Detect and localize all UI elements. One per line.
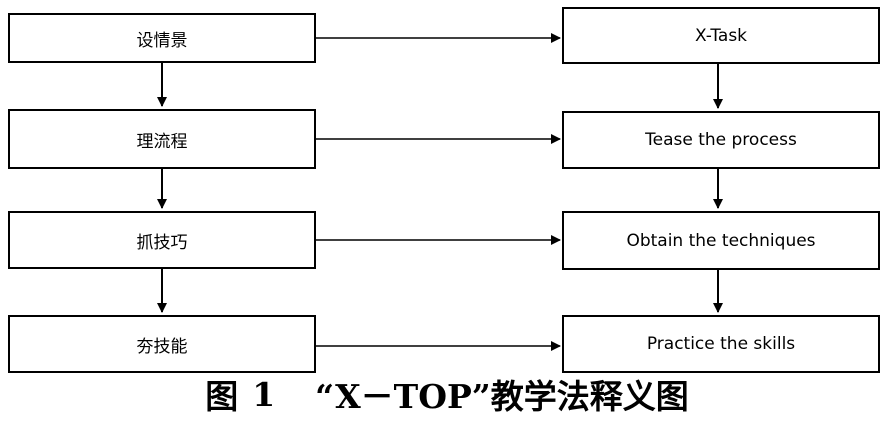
figure-label: 图 bbox=[205, 377, 239, 416]
box-right-1: X-Task bbox=[562, 7, 880, 64]
box-right-2: Tease the process bbox=[562, 111, 880, 169]
box-right-1-label: X-Task bbox=[694, 25, 748, 46]
box-left-2: 理流程 bbox=[8, 109, 316, 169]
box-right-3: Obtain the techniques bbox=[562, 211, 880, 270]
box-left-3-label: 抓技巧 bbox=[136, 232, 188, 253]
box-left-4: 夯技能 bbox=[8, 315, 316, 373]
figure-number: 1 bbox=[252, 374, 276, 414]
box-left-2-label: 理流程 bbox=[136, 131, 188, 152]
box-left-4-label: 夯技能 bbox=[136, 336, 188, 357]
box-right-4: Practice the skills bbox=[562, 315, 880, 373]
box-left-1-label: 设情景 bbox=[136, 30, 188, 51]
box-left-1: 设情景 bbox=[8, 13, 316, 63]
box-right-4-label: Practice the skills bbox=[646, 334, 796, 354]
box-right-3-label: Obtain the techniques bbox=[626, 230, 816, 251]
figure-title: “X－TOP”教学法释义图 bbox=[315, 377, 689, 416]
box-left-3: 抓技巧 bbox=[8, 211, 316, 269]
box-right-2-label: Tease the process bbox=[645, 130, 797, 150]
figure-caption: 图 1 “X－TOP”教学法释义图 bbox=[0, 370, 894, 418]
